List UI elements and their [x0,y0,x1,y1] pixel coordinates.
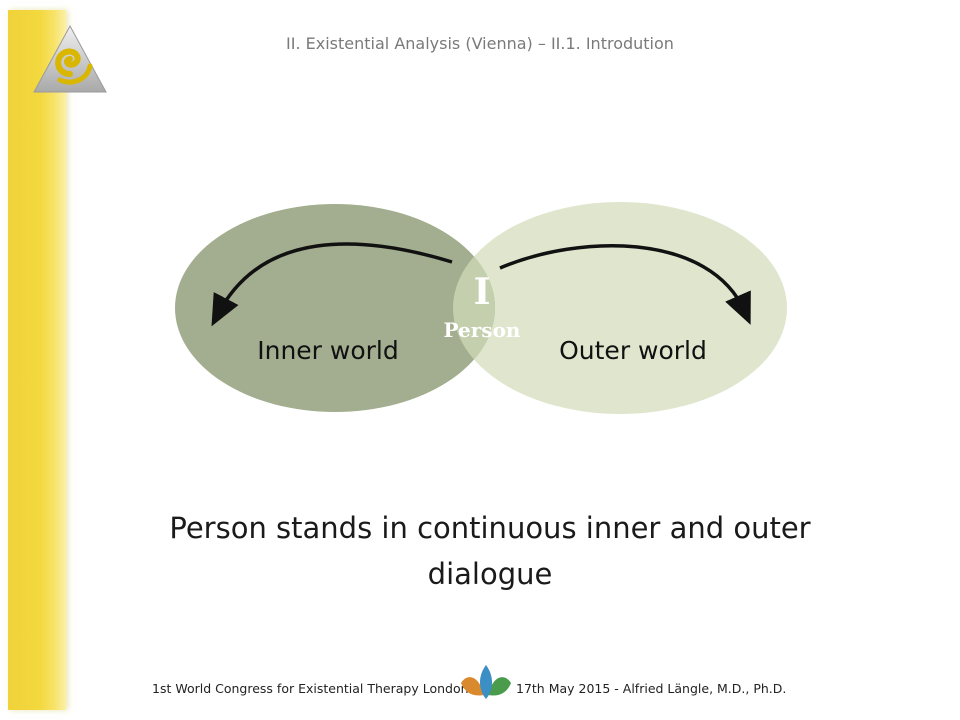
inner-world-ellipse [175,204,495,412]
congress-leaf-logo [461,665,511,699]
footer-date-author: 17th May 2015 - Alfried Längle, M.D., Ph… [516,681,787,696]
slide-title: II. Existential Analysis (Vienna) – II.1… [286,34,674,53]
yellow-side-bar [8,10,66,710]
inner-world-label: Inner world [257,336,399,365]
center-label: Person [444,318,521,342]
arrow-to-inner-world [211,242,453,327]
center-letter: I [474,271,491,313]
outer-world-ellipse [453,202,787,414]
caption-line-1: Person stands in continuous inner and ou… [169,511,811,545]
outer-world-label: Outer world [559,336,707,365]
footer: 1st World Congress for Existential Thera… [0,665,960,701]
caption-line-2: dialogue [427,557,553,591]
existential-analysis-logo [33,24,107,93]
footer-conference: 1st World Congress for Existential Thera… [152,681,469,696]
slide-caption: Person stands in continuous inner and ou… [130,505,850,597]
arrow-to-outer-world [499,244,751,325]
